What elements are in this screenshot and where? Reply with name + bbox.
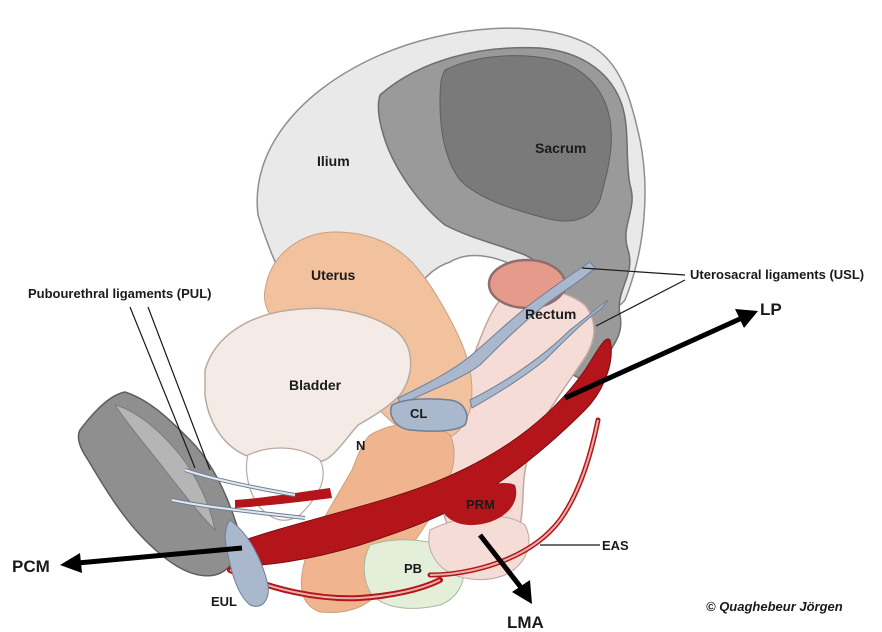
label-sacrum: Sacrum (535, 140, 586, 156)
label-pul: Pubourethral ligaments (PUL) (28, 286, 211, 301)
label-bladder: Bladder (289, 377, 342, 393)
copyright-text: © Quaghebeur Jörgen (706, 599, 843, 614)
cervix-disc (489, 260, 565, 308)
label-prm: PRM (466, 497, 495, 512)
label-lp: LP (760, 300, 782, 319)
label-ilium: Ilium (317, 153, 350, 169)
label-rectum: Rectum (525, 306, 576, 322)
label-pcm: PCM (12, 557, 50, 576)
urethra-shape (246, 448, 323, 520)
label-eas: EAS (602, 538, 629, 553)
label-pb: PB (404, 561, 422, 576)
cl-shape (391, 399, 467, 431)
label-eul: EUL (211, 594, 237, 609)
label-cl: CL (410, 406, 427, 421)
pcm-arrow-head (60, 553, 82, 573)
label-uterus: Uterus (311, 267, 356, 283)
label-usl: Uterosacral ligaments (USL) (690, 267, 864, 282)
label-lma: LMA (507, 613, 544, 632)
label-n: N (356, 438, 365, 453)
